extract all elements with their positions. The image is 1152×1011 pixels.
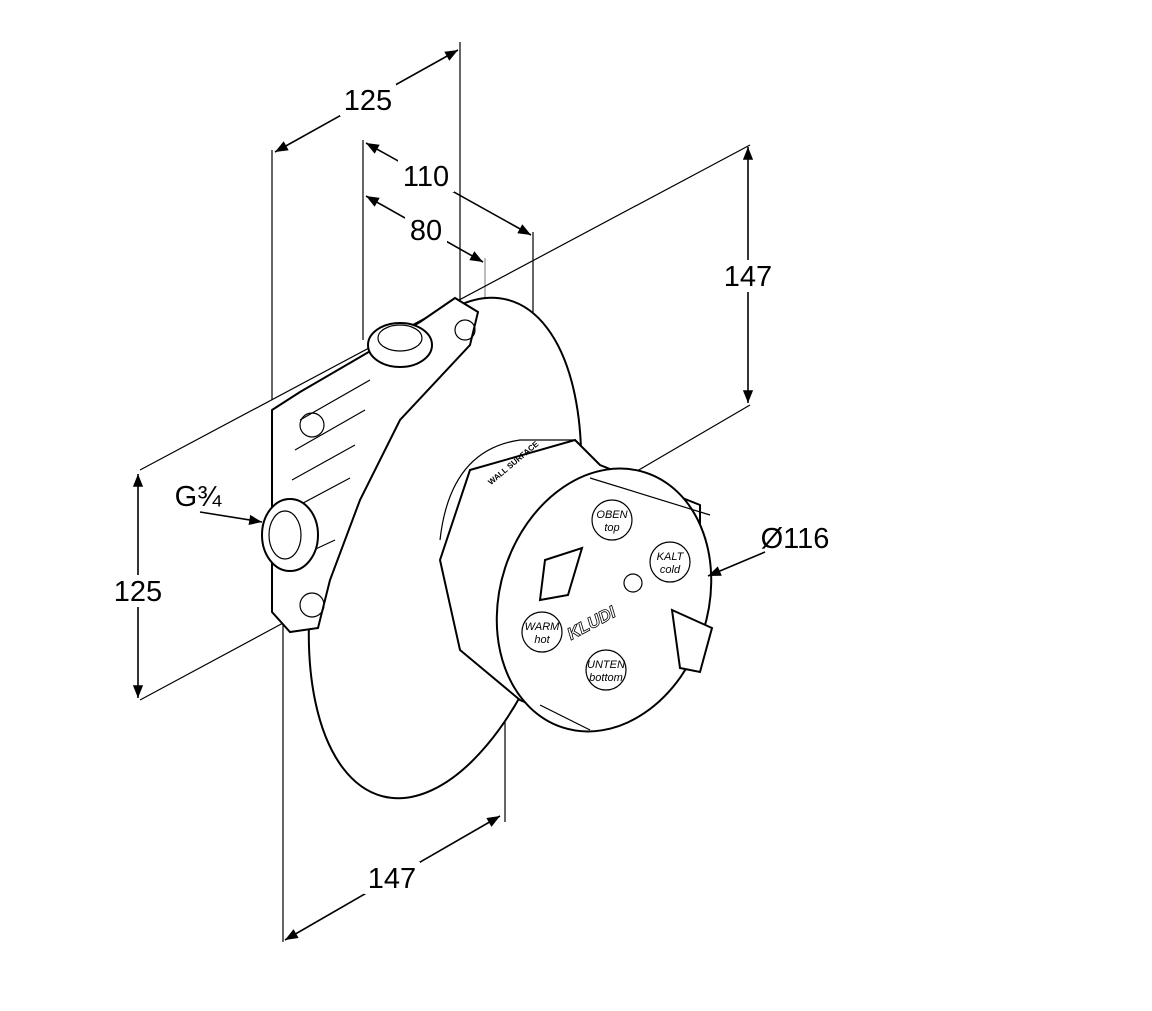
dim-depth-max: 110 (403, 161, 449, 193)
dim-left-height: 125 (114, 576, 162, 608)
svg-text:WARM: WARM (525, 621, 560, 633)
label-cold: KALT cold (649, 541, 691, 583)
svg-text:top: top (604, 522, 619, 534)
valve-body-bracket (261, 296, 480, 634)
dim-right-height: 147 (724, 261, 772, 293)
svg-text:cold: cold (660, 564, 681, 576)
label-bottom: UNTEN bottom (585, 649, 627, 691)
svg-text:UNTEN: UNTEN (587, 659, 625, 671)
diameter: Ø116 (761, 523, 830, 555)
dim-top-width: 125 (344, 85, 392, 117)
installation-sleeve: OBEN top KALT cold WARM hot UNTEN bottom… (438, 438, 714, 733)
svg-text:KALT: KALT (657, 551, 685, 563)
brand-emblem-icon (623, 573, 643, 593)
dim-depth-min: 80 (410, 215, 442, 247)
svg-text:OBEN: OBEN (596, 509, 627, 521)
svg-text:hot: hot (534, 634, 550, 646)
dim-bottom-width: 147 (368, 863, 416, 895)
side-connector-g34 (261, 498, 319, 572)
thread-size: G¾ (175, 481, 223, 513)
label-top: OBEN top (591, 499, 633, 541)
dimension-labels: 125 110 80 147 125 147 G¾ Ø116 (110, 84, 829, 895)
label-hot: WARM hot (521, 611, 563, 653)
top-connector (367, 322, 433, 368)
svg-text:bottom: bottom (589, 672, 623, 684)
